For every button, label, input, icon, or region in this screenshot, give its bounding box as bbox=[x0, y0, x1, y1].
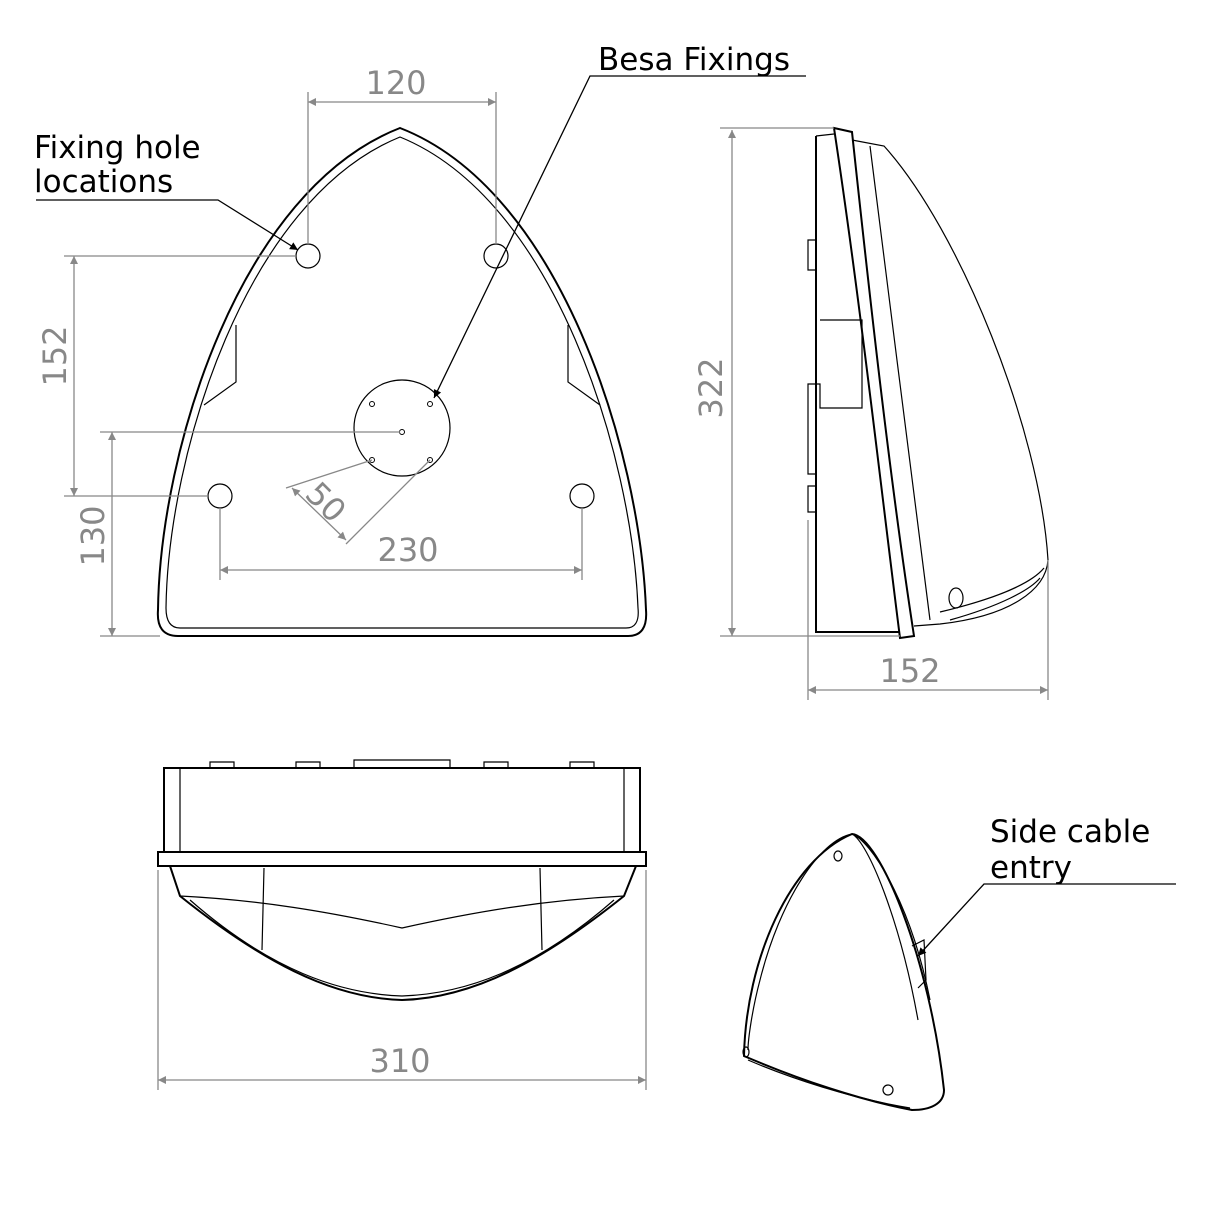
fixing-hole bbox=[569, 483, 595, 509]
perspective-view bbox=[742, 832, 946, 1112]
side-view bbox=[807, 126, 1049, 640]
dim-152-vertical: 152 bbox=[36, 325, 74, 386]
fixing-hole bbox=[295, 243, 321, 269]
front-view bbox=[156, 126, 648, 637]
dim-120: 120 bbox=[365, 64, 426, 102]
bottom-view bbox=[157, 759, 647, 1002]
label-entry: entry bbox=[990, 850, 1072, 886]
side-dimensions: 322 152 bbox=[692, 127, 1049, 700]
dim-50: 50 bbox=[298, 474, 354, 530]
fixing-hole bbox=[483, 243, 509, 269]
label-side-cable: Side cable bbox=[990, 814, 1150, 850]
dim-230: 230 bbox=[377, 531, 438, 569]
bottom-dimensions: 310 bbox=[157, 870, 647, 1090]
front-dimensions: 120 152 130 50 230 bbox=[36, 64, 583, 637]
dim-322: 322 bbox=[692, 357, 730, 418]
dim-152-depth: 152 bbox=[879, 652, 940, 690]
dim-130: 130 bbox=[74, 505, 112, 566]
fixing-hole bbox=[207, 483, 233, 509]
label-fixing-hole: Fixing hole bbox=[34, 130, 201, 166]
label-locations: locations bbox=[34, 164, 173, 200]
besa-plate bbox=[353, 379, 451, 477]
dim-310: 310 bbox=[369, 1042, 430, 1080]
callouts: Besa Fixings Fixing hole locations Side … bbox=[34, 42, 1176, 957]
label-besa-fixings: Besa Fixings bbox=[598, 42, 790, 78]
